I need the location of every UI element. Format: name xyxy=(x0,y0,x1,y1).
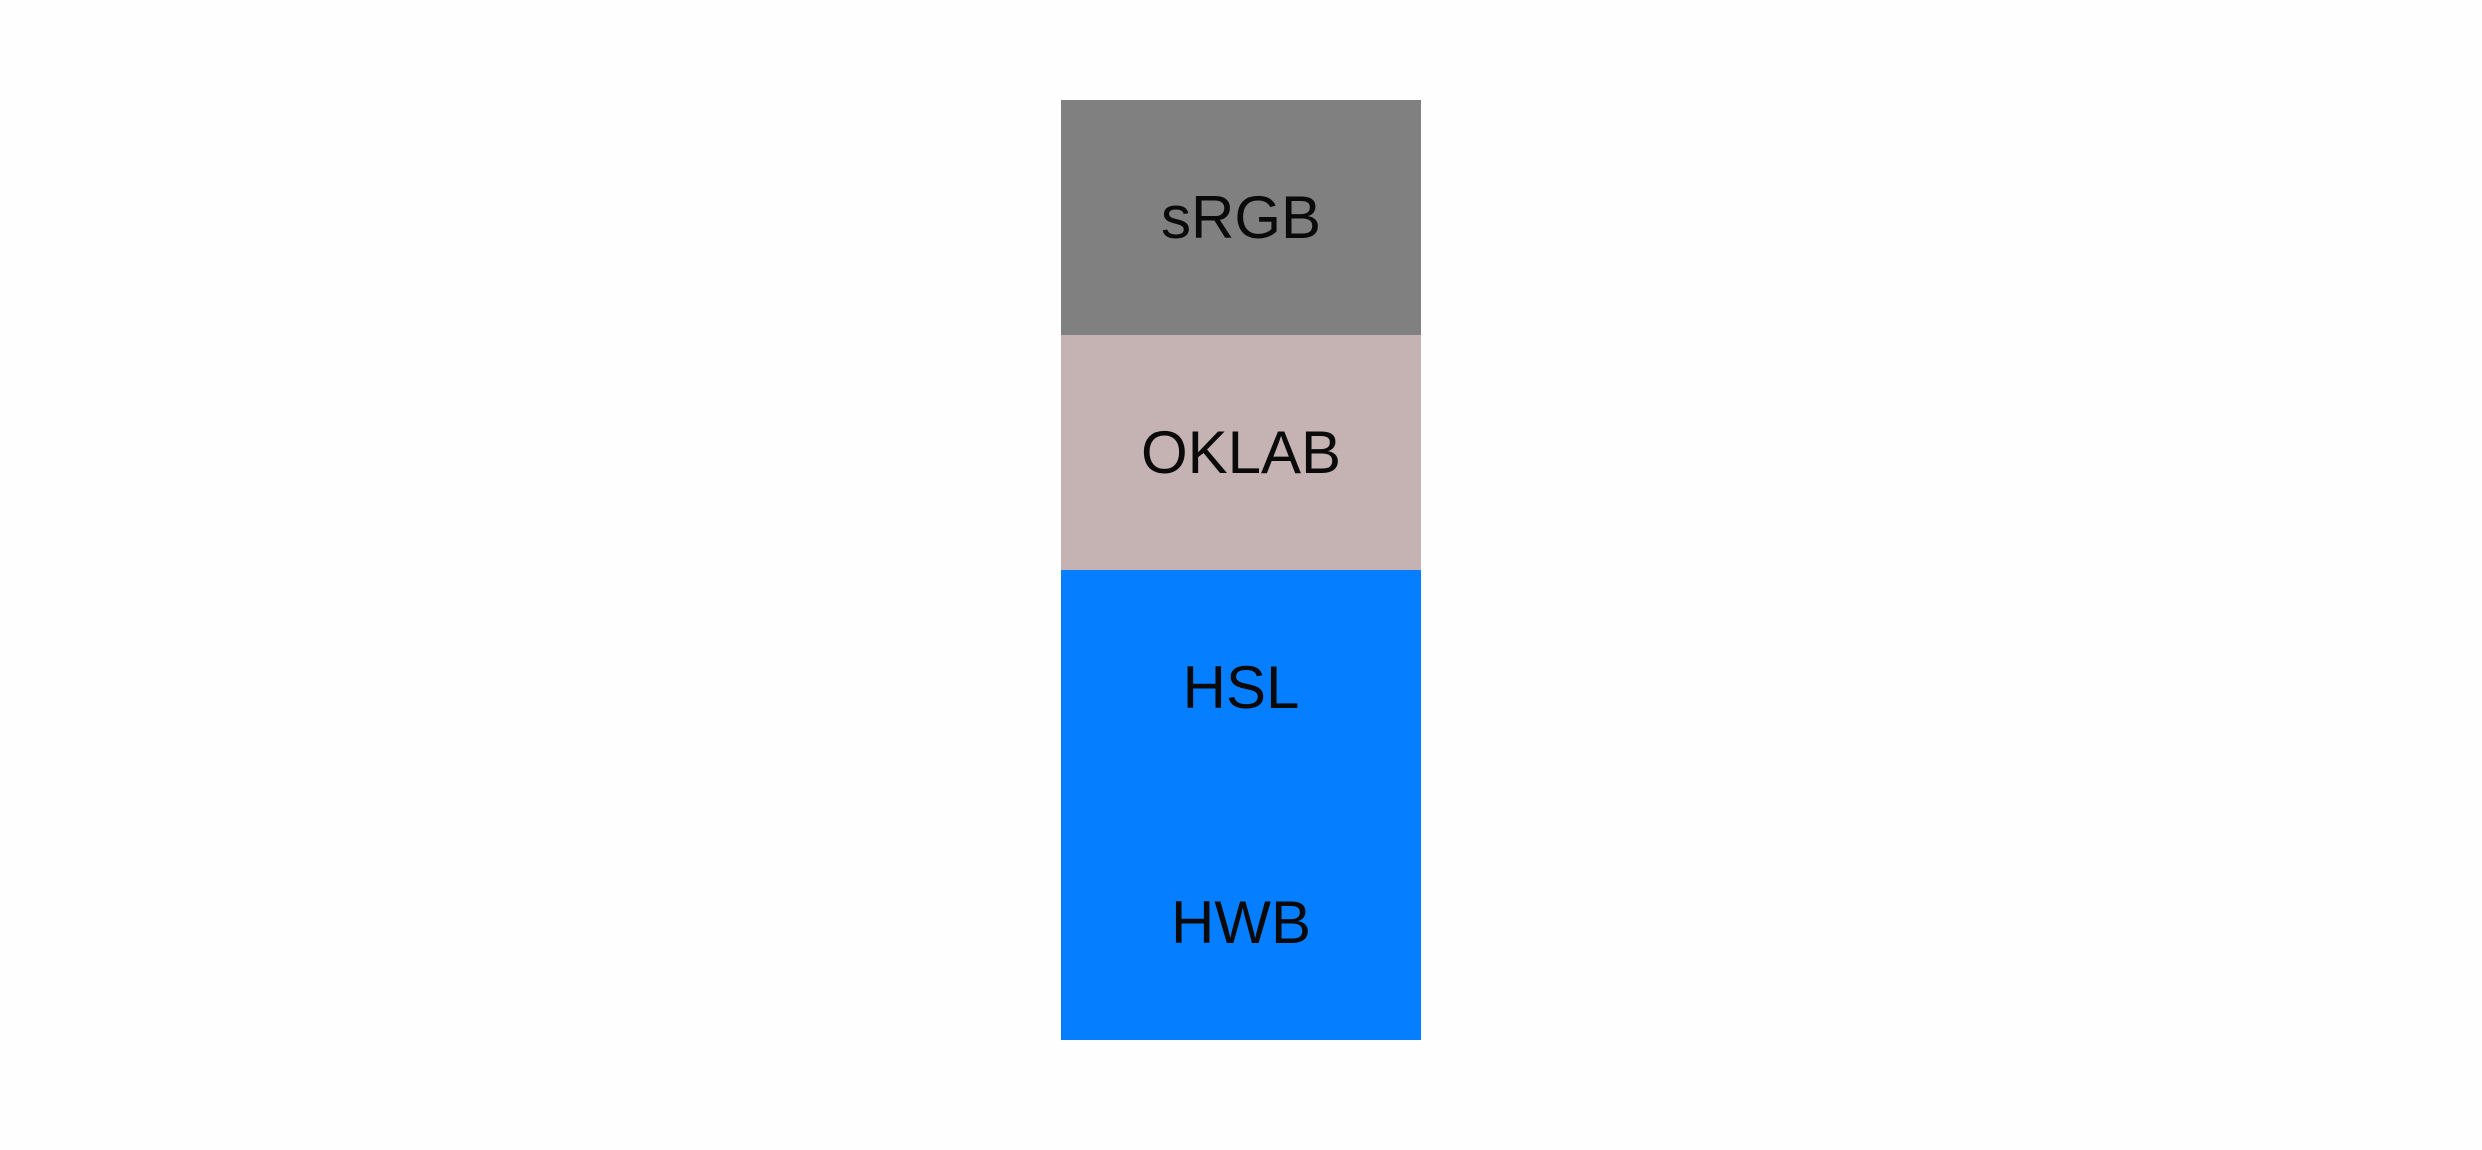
swatch-oklab: OKLAB xyxy=(1061,335,1421,570)
swatch-hwb: HWB xyxy=(1061,805,1421,1040)
color-space-swatch-stack: sRGB OKLAB HSL HWB xyxy=(1061,100,1421,1040)
swatch-label: HSL xyxy=(1182,654,1300,721)
swatch-label: sRGB xyxy=(1160,184,1322,251)
swatch-hsl: HSL xyxy=(1061,570,1421,805)
swatch-label: OKLAB xyxy=(1140,419,1342,486)
swatch-srgb: sRGB xyxy=(1061,100,1421,335)
swatch-label: HWB xyxy=(1171,889,1311,956)
